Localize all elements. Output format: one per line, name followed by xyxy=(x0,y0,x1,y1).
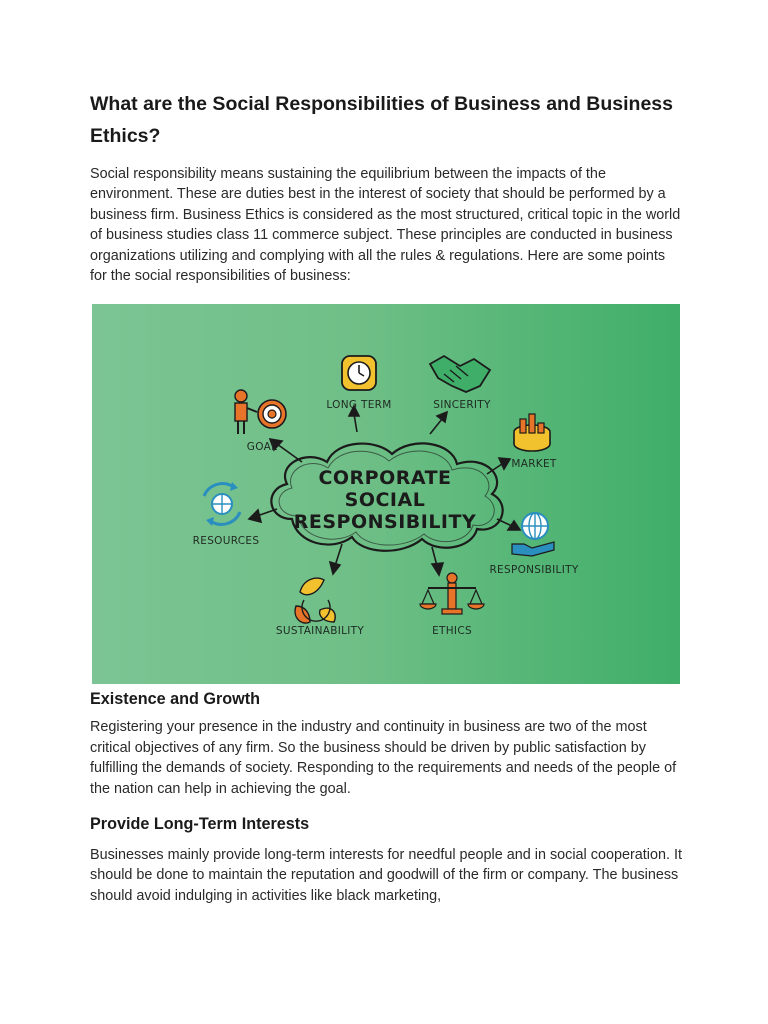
label-responsibility: RESPONSIBILITY xyxy=(489,564,578,576)
center-line-1: CORPORATE xyxy=(318,467,451,489)
center-line-2: SOCIAL xyxy=(345,489,426,511)
page-title: What are the Social Responsibilities of … xyxy=(90,93,673,147)
label-sustainability: SUSTAINABILITY xyxy=(276,625,364,637)
label-sincerity: SINCERITY xyxy=(433,399,491,411)
globe-hand-icon xyxy=(511,512,555,558)
document-page: What are the Social Responsibilities of … xyxy=(90,88,682,906)
label-goal: GOAL xyxy=(247,441,277,453)
label-ethics: ETHICS xyxy=(432,625,472,637)
scales-icon xyxy=(419,572,485,616)
center-line-3: RESPONSIBILITY xyxy=(294,511,476,533)
leaves-icon xyxy=(294,577,336,625)
chart-icon xyxy=(513,413,551,453)
handshake-icon xyxy=(428,355,492,394)
center-cloud: CORPORATE SOCIAL RESPONSIBILITY xyxy=(270,442,504,553)
label-long-term: LONG TERM xyxy=(326,399,391,411)
intro-paragraph: Social responsibility means sustaining t… xyxy=(90,166,681,285)
clock-icon xyxy=(341,355,377,392)
recycle-globe-icon xyxy=(202,482,242,527)
csr-diagram: CORPORATE SOCIAL RESPONSIBILITY xyxy=(92,304,680,685)
section-title-long-term-interests: Provide Long-Term Interests xyxy=(90,815,310,834)
label-resources: RESOURCES xyxy=(193,535,260,547)
section-body-existence-growth: Registering your presence in the industr… xyxy=(90,719,677,797)
section-body-long-term-interests: Businesses mainly provide long-term inte… xyxy=(90,847,682,904)
section-title-existence-growth: Existence and Growth xyxy=(90,690,261,709)
target-icon xyxy=(234,389,287,435)
label-market: MARKET xyxy=(511,458,557,470)
diagram-arrows xyxy=(247,404,522,578)
